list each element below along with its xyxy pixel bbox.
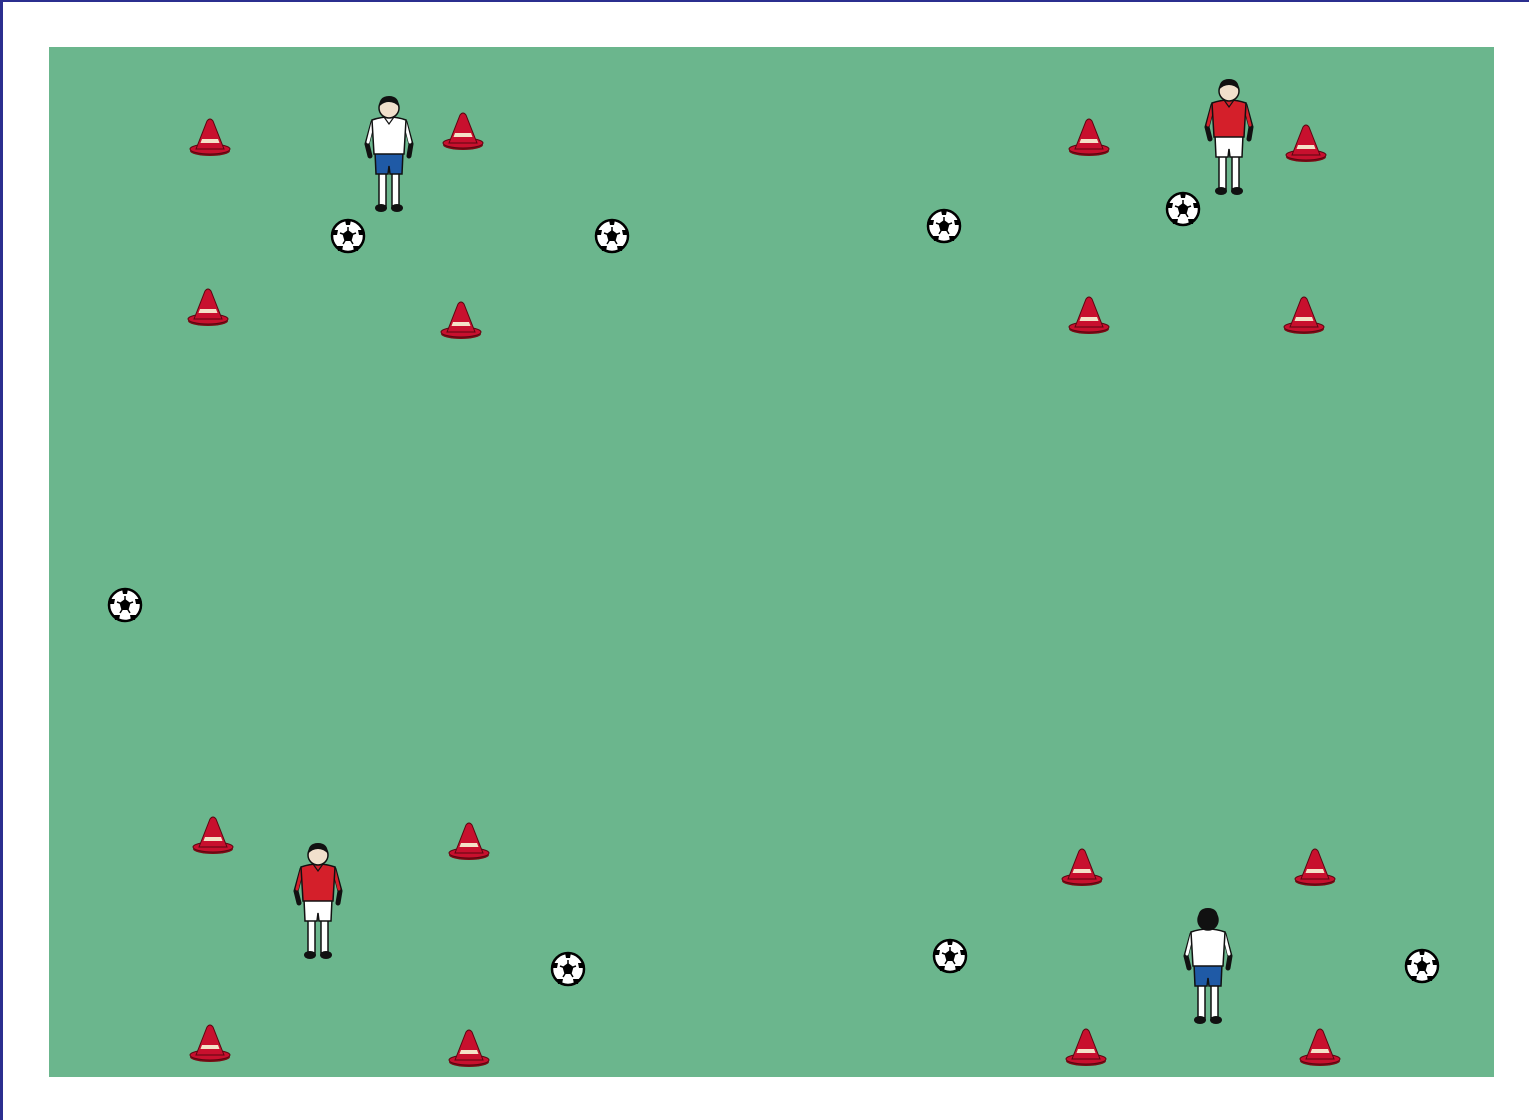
cone-icon — [1286, 125, 1326, 162]
cone-icon — [1295, 849, 1335, 886]
cone-icon — [449, 1030, 489, 1067]
soccer-ball-icon — [934, 940, 966, 972]
cone-icon — [1069, 297, 1109, 334]
cone-icon — [1062, 849, 1102, 886]
soccer-ball-icon — [928, 210, 960, 242]
player-icon — [367, 96, 411, 212]
cone-icon — [188, 289, 228, 326]
cone-icon — [449, 823, 489, 860]
player-icon — [1207, 79, 1251, 195]
cone-icon — [190, 1025, 230, 1062]
player-icon — [1186, 908, 1230, 1024]
soccer-ball-icon — [109, 589, 141, 621]
cone-icon — [1284, 297, 1324, 334]
soccer-ball-icon — [596, 220, 628, 252]
cone-icon — [1300, 1029, 1340, 1066]
cone-icon — [1066, 1029, 1106, 1066]
player-icon — [296, 843, 340, 959]
cone-icon — [190, 119, 230, 156]
soccer-ball-icon — [1406, 950, 1438, 982]
cone-icon — [441, 302, 481, 339]
cone-icon — [443, 113, 483, 150]
soccer-ball-icon — [552, 953, 584, 985]
soccer-ball-icon — [1167, 193, 1199, 225]
cone-icon — [193, 817, 233, 854]
soccer-ball-icon — [332, 220, 364, 252]
cone-icon — [1069, 119, 1109, 156]
